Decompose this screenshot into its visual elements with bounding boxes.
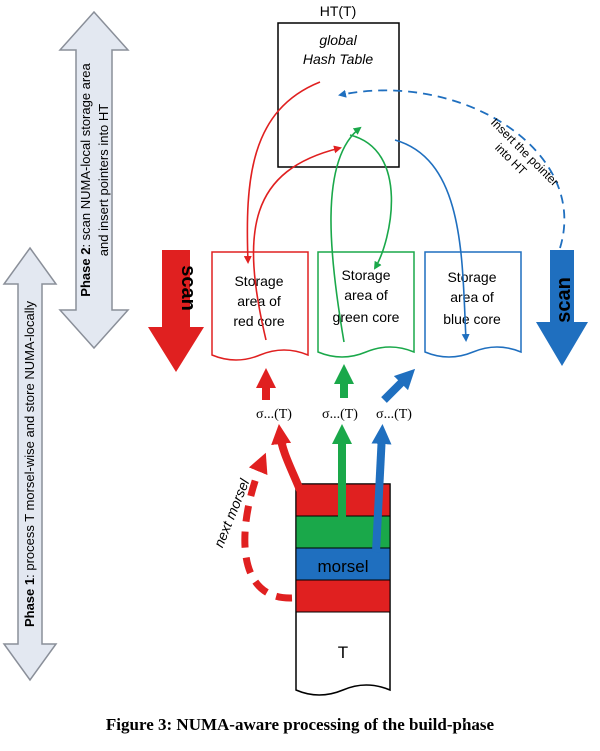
- phase2-label-line2: and insert pointers into HT: [96, 104, 111, 257]
- phase1-label: Phase 1: process T morsel-wise and store…: [22, 300, 37, 627]
- red-arrow-from-table: [271, 424, 304, 492]
- morsel-red-2: [295, 579, 391, 613]
- hash-table-box: [277, 22, 400, 168]
- hash-table-title: HT(T): [320, 3, 357, 19]
- svg-text:area of: area of: [450, 289, 494, 305]
- watermark: 知乎 @西西弗斯: [463, 709, 572, 726]
- figure-caption: Figure 3: NUMA-aware processing of the b…: [106, 715, 495, 734]
- red-scan-arrow: [148, 250, 204, 372]
- blue-dashed-insert-pointer: [338, 89, 566, 249]
- sigma-blue: σ...(T): [376, 407, 412, 422]
- storage-blue: Storage area of blue core: [424, 251, 522, 358]
- storage-red: Storage area of red core: [211, 251, 309, 361]
- red-curve-to-storage: [243, 81, 321, 264]
- phase1-double-arrow: [2, 246, 58, 682]
- phase2-label: Phase 2: scan NUMA-local storage area: [78, 63, 93, 297]
- blue-scan-arrow: [536, 250, 588, 366]
- svg-text:Storage: Storage: [234, 273, 283, 289]
- green-curve-to-hashtable: [330, 126, 362, 343]
- red-scan-label: scan: [177, 265, 199, 311]
- morsel-label: morsel: [317, 557, 368, 576]
- svg-text:area of: area of: [344, 287, 388, 303]
- next-morsel-dashed-arrow: [241, 452, 293, 602]
- table-t-label: T: [338, 643, 348, 662]
- svg-text:green core: green core: [333, 309, 400, 325]
- svg-text:Storage: Storage: [447, 269, 496, 285]
- svg-text:Storage: Storage: [341, 267, 390, 283]
- phase2-double-arrow: [58, 10, 130, 350]
- svg-text:red core: red core: [233, 313, 285, 329]
- svg-text:blue core: blue core: [443, 311, 501, 327]
- sigma-red: σ...(T): [256, 407, 292, 422]
- hash-table-line1: global: [319, 32, 357, 48]
- green-curve-to-storage: [349, 134, 393, 270]
- sigma-green: σ...(T): [322, 407, 358, 422]
- red-curve-to-hashtable: [252, 145, 342, 341]
- blue-arrow-from-table: [371, 424, 392, 553]
- blue-scan-label: scan: [553, 277, 575, 323]
- svg-text:area of: area of: [237, 293, 281, 309]
- blue-arrow-to-storage: [381, 368, 416, 403]
- blue-curve-to-storage: [394, 139, 470, 342]
- hash-table-line2: Hash Table: [303, 51, 374, 67]
- storage-green: Storage area of green core: [317, 251, 415, 358]
